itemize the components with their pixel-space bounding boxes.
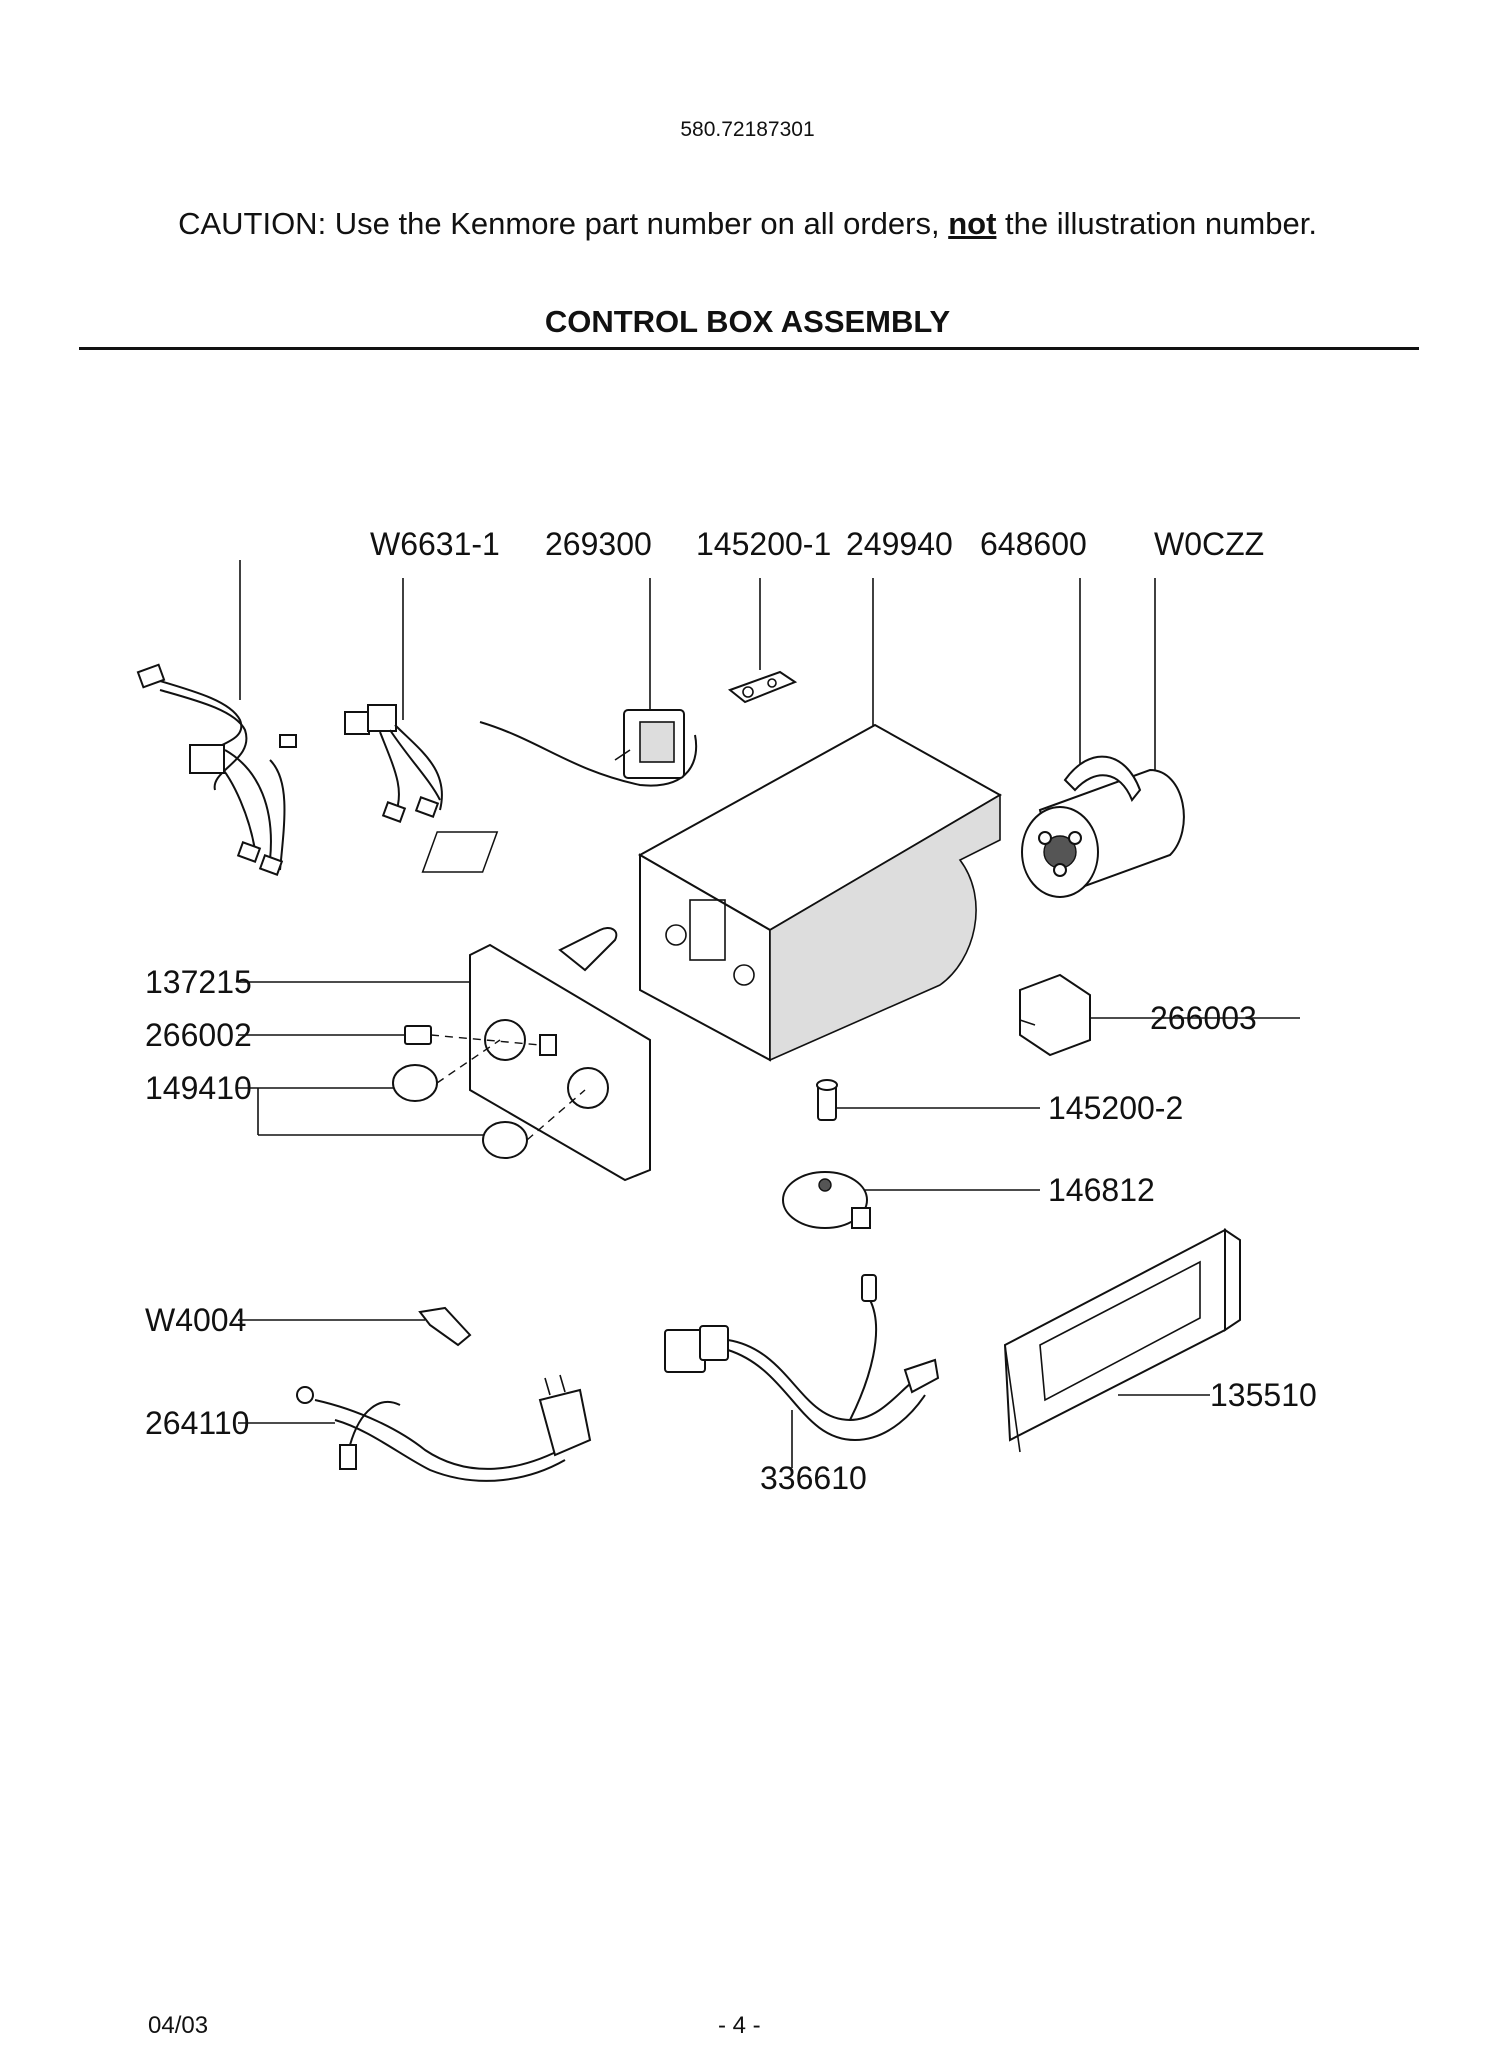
label-146812: 146812 — [1048, 1172, 1155, 1208]
caution-prefix: CAUTION: Use the Kenmore part number on … — [178, 206, 949, 241]
model-number: 580.72187301 — [680, 118, 815, 141]
label-149410: 149410 — [145, 1070, 252, 1106]
label-269300: 269300 — [545, 526, 652, 562]
wire-harness-w6631 — [344, 704, 443, 823]
capacitor-w0czz — [1021, 755, 1185, 898]
wire-harness-336610 — [664, 1274, 940, 1442]
footer-page-number: - 4 - — [718, 2012, 761, 2039]
knob-149410-b — [482, 1089, 586, 1159]
footer-date: 04/03 — [148, 2012, 209, 2039]
label-249940: 249940 — [846, 526, 953, 562]
caution-emphasis: not — [948, 206, 997, 241]
thermostat-269300 — [479, 709, 698, 787]
control-box-249940 — [421, 723, 1003, 1062]
grommet-145200-2 — [816, 1079, 838, 1121]
label-135510: 135510 — [1210, 1377, 1317, 1413]
control-panel-137215 — [469, 927, 651, 1182]
label-w0czz: W0CZZ — [1154, 526, 1265, 562]
page-title: CONTROL BOX ASSEMBLY — [544, 304, 951, 339]
switch-266003 — [1019, 973, 1091, 1057]
power-cord-264110 — [296, 1374, 592, 1482]
knob-149410-a — [392, 1039, 501, 1102]
label-336610: 336610 — [760, 1460, 867, 1496]
clip-145200-1 — [727, 670, 798, 704]
label-266002: 266002 — [145, 1017, 252, 1053]
caution-note: CAUTION: Use the Kenmore part number on … — [0, 206, 1495, 242]
label-w4004: W4004 — [145, 1302, 247, 1338]
bracket-135510 — [1003, 1228, 1241, 1453]
switch-266002 — [404, 1025, 541, 1046]
label-266003: 266003 — [1150, 1000, 1257, 1036]
wire-harness-left — [136, 663, 297, 876]
label-145200-1: 145200-1 — [696, 526, 832, 562]
label-264110: 264110 — [145, 1405, 250, 1441]
label-145200-2: 145200-2 — [1048, 1090, 1184, 1126]
timer-motor-146812 — [782, 1171, 871, 1229]
title-rule — [79, 347, 1419, 350]
caution-suffix: the illustration number. — [996, 206, 1317, 241]
label-648600: 648600 — [980, 526, 1087, 562]
label-w6631-1: W6631-1 — [370, 526, 500, 562]
leader-lines — [238, 560, 1300, 1468]
label-137215: 137215 — [145, 964, 252, 1000]
clamp-w4004 — [418, 1306, 472, 1347]
